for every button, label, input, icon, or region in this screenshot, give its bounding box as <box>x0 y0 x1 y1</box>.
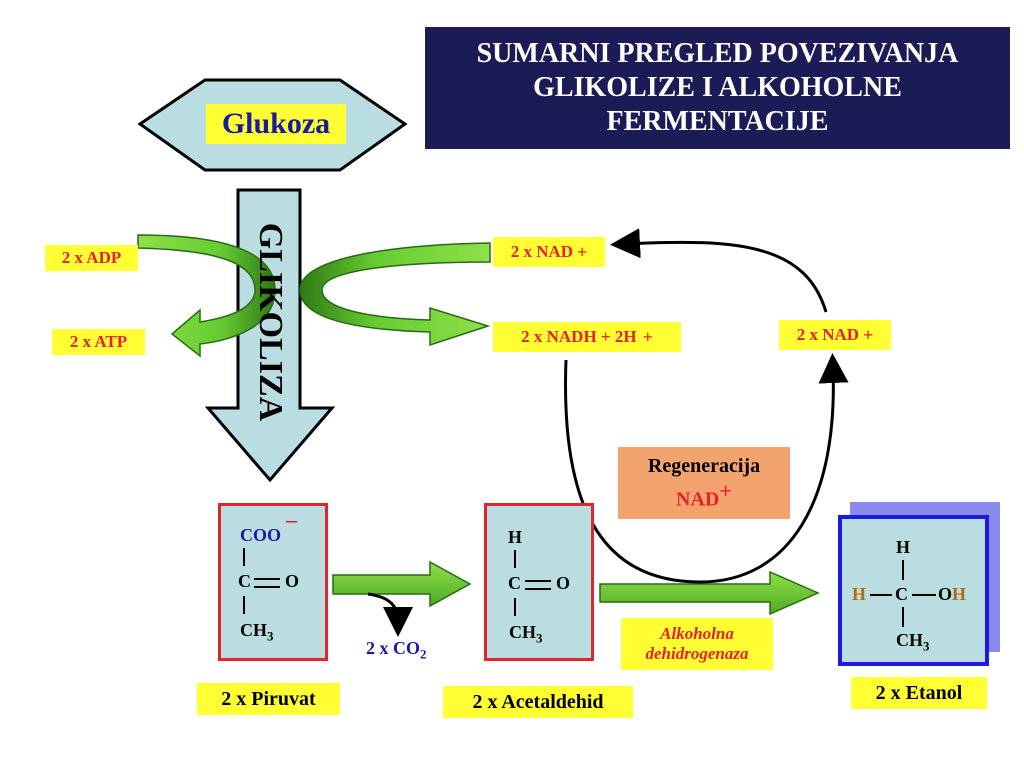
ethanol-bond-right <box>912 594 936 596</box>
pyruvate-name: 2 x Piruvat <box>197 683 340 715</box>
adp-atp-arrow <box>137 234 276 358</box>
nad-top-plus: + <box>577 241 588 262</box>
ethanol-oh: OH <box>938 584 966 605</box>
title-line-1: SUMARNI PREGLED POVEZIVANJA <box>476 38 959 69</box>
title-line-3: FERMENTACIJE <box>606 106 829 137</box>
atp-text: 2 x ATP <box>69 332 128 351</box>
glycolysis-label: GLIKOLIZA <box>251 223 289 421</box>
acetaldehyde-bond-top <box>514 550 516 568</box>
ethanol-h-oh: H <box>952 584 967 604</box>
glucose-label: Glukoza <box>206 104 346 144</box>
regeneration-loop <box>564 353 849 584</box>
adp-label: 2 x ADP <box>45 245 138 271</box>
ethanol-name-text: 2 x Etanol <box>875 681 963 704</box>
enzyme-line-2: dehidrogenaza <box>645 644 749 663</box>
nad-top-text: 2 x NAD <box>510 242 574 261</box>
regeneration-line-2: NAD+ <box>618 478 790 512</box>
ethanol-box <box>838 515 989 666</box>
ethanol-h-top: H <box>896 537 911 557</box>
pyruvate-bond-top <box>243 548 245 566</box>
acetaldehyde-sub3: 3 <box>536 630 543 646</box>
pyruvate-to-acetaldehyde-arrow <box>332 560 472 608</box>
acetaldehyde-h: H <box>508 527 523 547</box>
ethanol-sub3: 3 <box>923 638 930 654</box>
acetaldehyde-bond-bottom <box>514 598 516 616</box>
acetaldehyde-ch-text: CH <box>509 622 536 642</box>
ethanol-name: 2 x Etanol <box>851 677 987 709</box>
regeneration-plus: + <box>719 478 732 503</box>
ethanol-bond-top <box>902 560 904 580</box>
nad-nadh-arrow <box>299 242 491 347</box>
ethanol-o: O <box>938 584 953 604</box>
pyruvate-sub3: 3 <box>267 628 274 644</box>
co2-sub: 2 <box>420 646 427 662</box>
co2-arrow <box>367 592 413 637</box>
co2-label: 2 x CO2 <box>366 638 427 663</box>
ethanol-bond-left <box>870 594 892 596</box>
pyruvate-double-bond <box>254 578 280 588</box>
acetaldehyde-c: C <box>508 573 521 593</box>
pyruvate-ch-text: CH <box>240 620 267 640</box>
nadh-plus: + <box>642 326 653 347</box>
nad-return-arrow <box>610 228 828 313</box>
pyruvate-bond-bottom <box>243 596 245 614</box>
ethanol-h-left: H <box>852 584 867 604</box>
nad-right-label: 2 x NAD + <box>779 320 891 350</box>
acetaldehyde-ch3: CH3 <box>509 622 543 647</box>
pyruvate-coo-text: COO <box>240 525 282 545</box>
regeneration-box: Regeneracija NAD+ <box>618 447 790 519</box>
nad-right-plus: + <box>863 324 874 345</box>
acetaldehyde-name: 2 x Acetaldehid <box>443 686 633 718</box>
nadh-text: 2 x NADH + 2H <box>521 327 637 346</box>
pyruvate-charge: – <box>286 507 297 532</box>
adp-text: 2 x ADP <box>61 248 122 267</box>
glucose-text: Glukoza <box>221 107 331 140</box>
ethanol-ch3: CH3 <box>896 630 930 655</box>
title-line-2: GLIKOLIZE I ALKOHOLNE <box>533 72 902 103</box>
title-banner: SUMARNI PREGLED POVEZIVANJA GLIKOLIZE I … <box>425 27 1010 149</box>
glycolysis-text: GLIKOLIZA <box>252 222 289 422</box>
pyruvate-coo: COO <box>240 525 281 546</box>
enzyme-line-1: Alkoholna <box>660 624 734 643</box>
pyruvate-name-text: 2 x Piruvat <box>221 687 316 710</box>
acetaldehyde-to-ethanol-arrow <box>599 570 820 616</box>
regeneration-nad: NAD <box>676 488 720 511</box>
atp-label: 2 x ATP <box>52 329 145 355</box>
nadh-label: 2 x NADH + 2H + <box>493 322 681 352</box>
nad-right-text: 2 x NAD <box>796 325 860 344</box>
ethanol-bond-bottom <box>902 607 904 627</box>
ethanol-ch-text: CH <box>896 630 923 650</box>
enzyme-label: Alkoholna dehidrogenaza <box>621 618 773 670</box>
pyruvate-ch3: CH3 <box>240 620 274 645</box>
regeneration-line-1: Regeneracija <box>647 455 761 477</box>
ethanol-c: C <box>895 584 908 604</box>
acetaldehyde-double-bond <box>525 580 551 590</box>
pyruvate-c: C <box>238 571 251 591</box>
pyruvate-box <box>218 503 328 661</box>
acetaldehyde-box <box>484 503 594 661</box>
pyruvate-o: O <box>285 571 300 591</box>
co2-text: 2 x CO <box>366 638 420 658</box>
nad-top-label: 2 x NAD + <box>493 237 605 267</box>
acetaldehyde-name-text: 2 x Acetaldehid <box>472 690 604 713</box>
acetaldehyde-o: O <box>556 573 571 593</box>
